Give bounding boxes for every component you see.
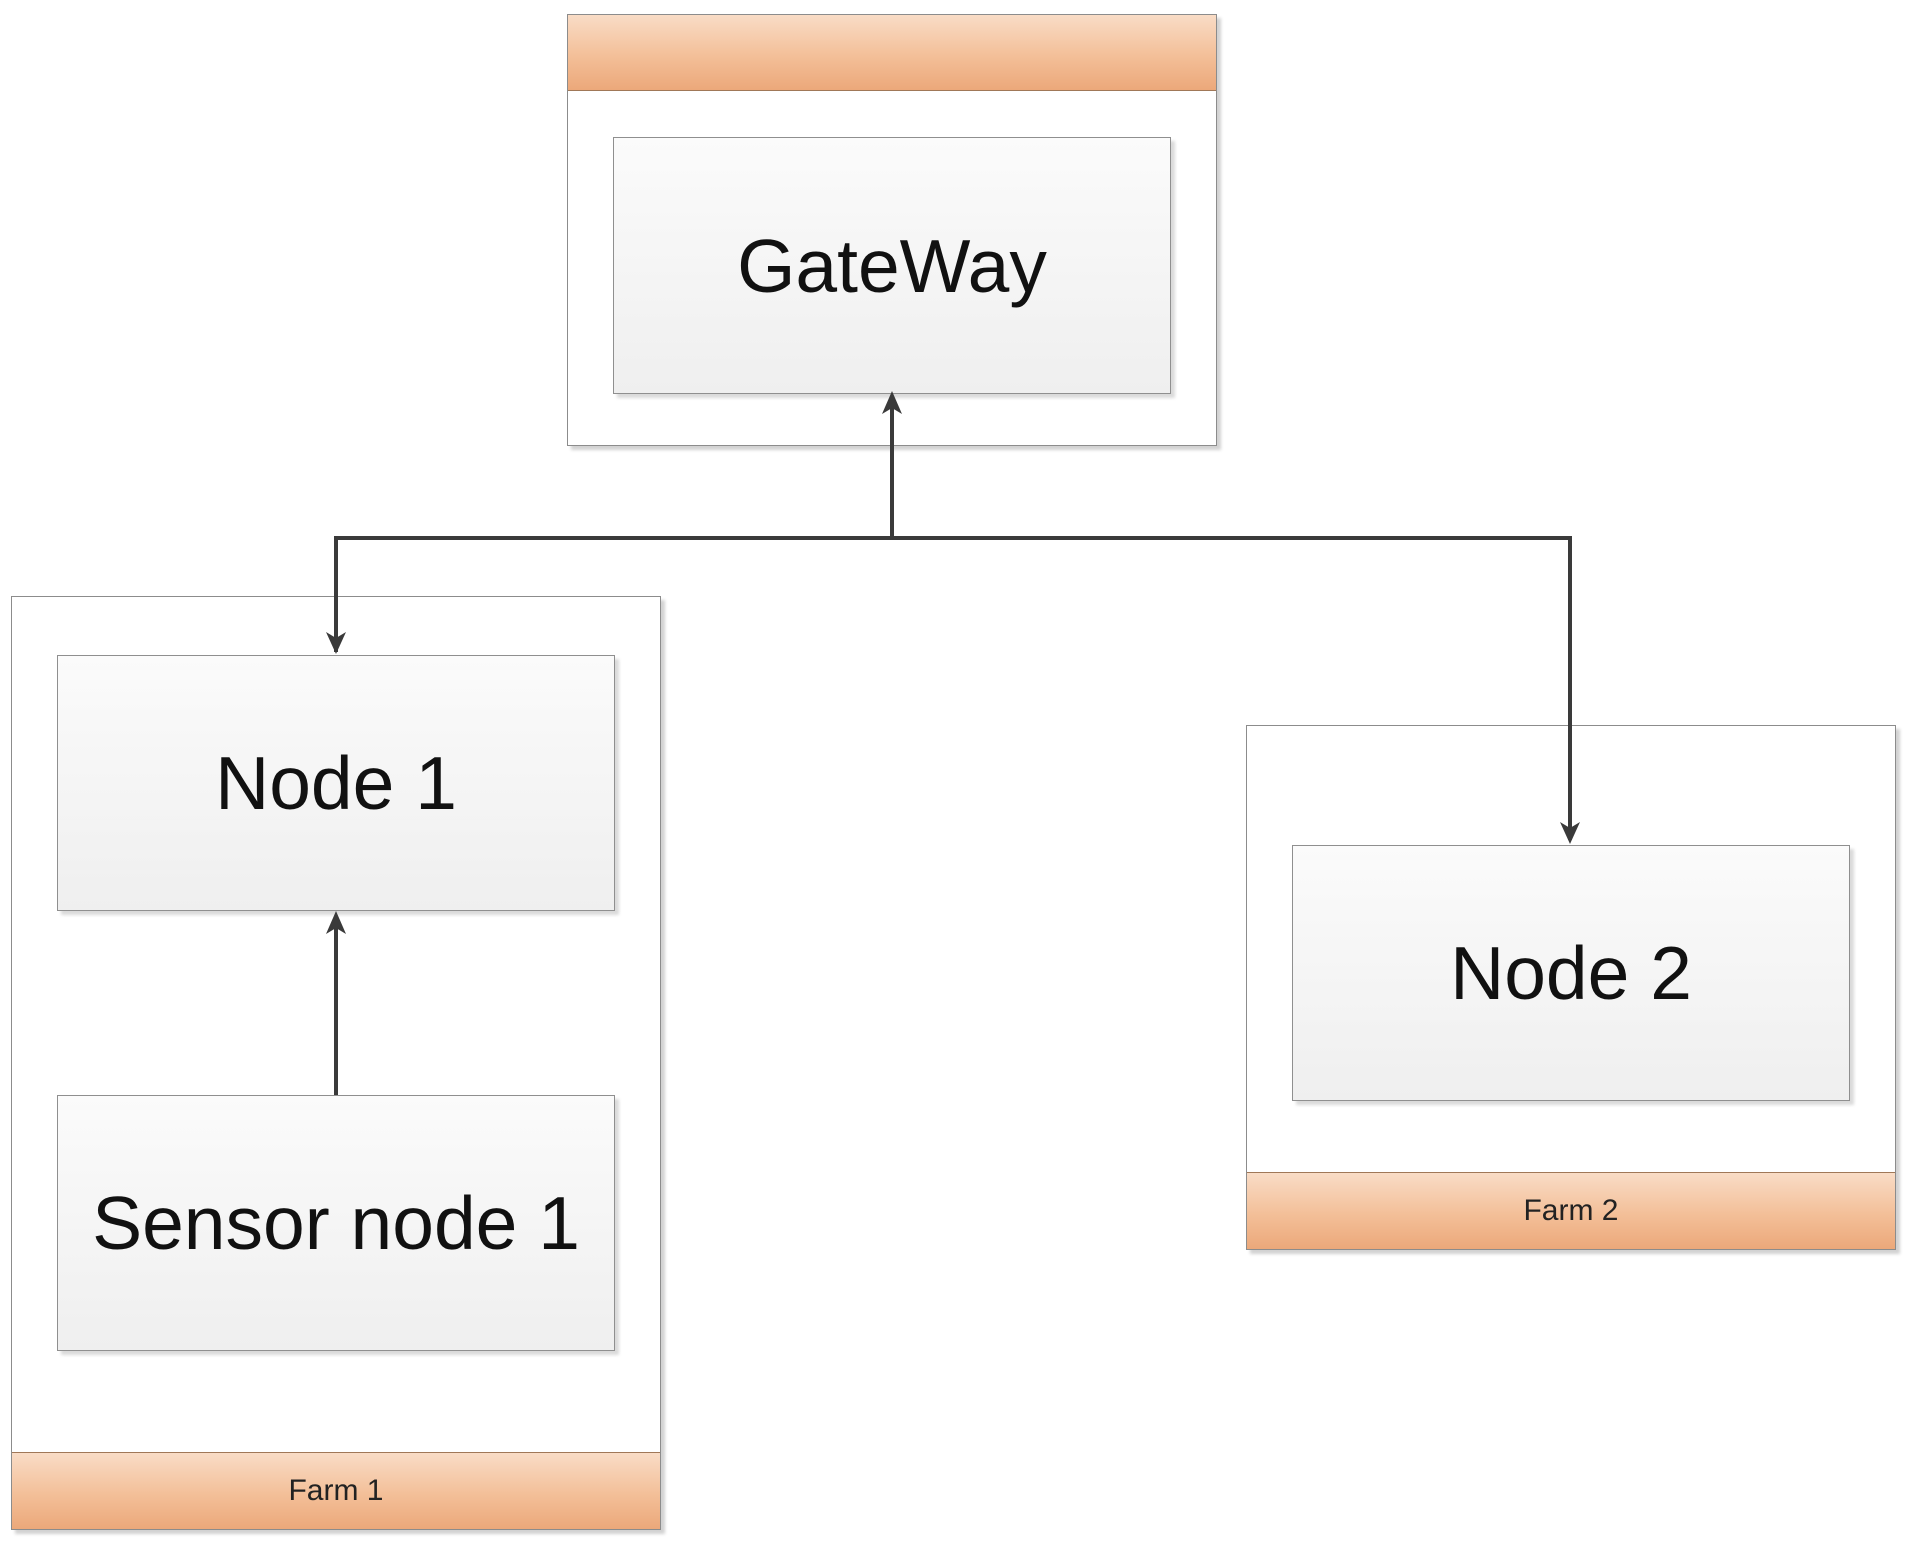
farm1-label: Farm 1 [12, 1452, 660, 1529]
arrowhead-node2-top [1560, 822, 1580, 844]
gateway-container-header [568, 15, 1216, 91]
arrowhead-node1-top [326, 632, 346, 654]
node2[interactable]: Node 2 [1292, 845, 1850, 1101]
arrowhead-gateway-bottom [882, 391, 902, 414]
farm2-label: Farm 2 [1247, 1172, 1895, 1249]
edge-gateway-to-node2 [892, 536, 1572, 840]
gateway-node[interactable]: GateWay [613, 137, 1171, 394]
node1[interactable]: Node 1 [57, 655, 615, 911]
sensor-node1[interactable]: Sensor node 1 [57, 1095, 615, 1351]
edge-node1-to-gateway [334, 398, 894, 652]
arrowhead-node1-bottom [326, 911, 346, 934]
